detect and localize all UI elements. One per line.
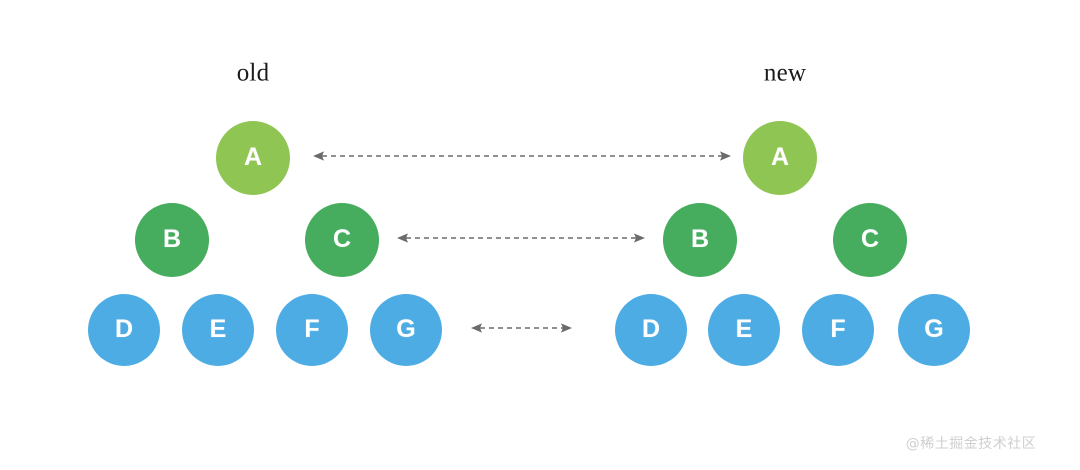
node-old-g[interactable]: G [370, 294, 442, 366]
node-label: D [641, 315, 661, 343]
node-new-g[interactable]: G [898, 294, 970, 366]
tree-label-new: new [763, 59, 807, 87]
node-old-f[interactable]: F [276, 294, 348, 366]
node-old-d[interactable]: D [88, 294, 160, 366]
arrow-head-left [397, 233, 408, 243]
node-new-d[interactable]: D [615, 294, 687, 366]
node-old-e[interactable]: E [182, 294, 254, 366]
node-old-b[interactable]: B [135, 203, 209, 277]
arrow-head-left [313, 151, 324, 161]
arrow-level-1 [397, 228, 645, 248]
node-label: E [735, 315, 753, 343]
arrow-level-2 [471, 318, 572, 338]
node-label: E [209, 315, 227, 343]
node-label: F [830, 315, 846, 343]
node-new-c[interactable]: C [833, 203, 907, 277]
node-label: C [332, 225, 352, 253]
node-old-c[interactable]: C [305, 203, 379, 277]
node-label: F [304, 315, 320, 343]
arrow-head-left [471, 323, 482, 333]
arrow-head-right [720, 151, 731, 161]
node-label: G [924, 315, 944, 343]
node-label: A [770, 143, 790, 171]
node-label: A [243, 143, 263, 171]
node-new-e[interactable]: E [708, 294, 780, 366]
node-new-a[interactable]: A [743, 121, 817, 195]
node-label: G [396, 315, 416, 343]
watermark: @稀土掘金技术社区 [905, 436, 1037, 452]
arrow-head-right [634, 233, 645, 243]
node-label: B [162, 225, 182, 253]
node-label: B [690, 225, 710, 253]
node-new-f[interactable]: F [802, 294, 874, 366]
node-label: C [860, 225, 880, 253]
tree-label-old: old [236, 59, 270, 87]
arrow-level-0 [313, 146, 731, 166]
node-label: D [114, 315, 134, 343]
node-new-b[interactable]: B [663, 203, 737, 277]
node-old-a[interactable]: A [216, 121, 290, 195]
arrow-head-right [561, 323, 572, 333]
